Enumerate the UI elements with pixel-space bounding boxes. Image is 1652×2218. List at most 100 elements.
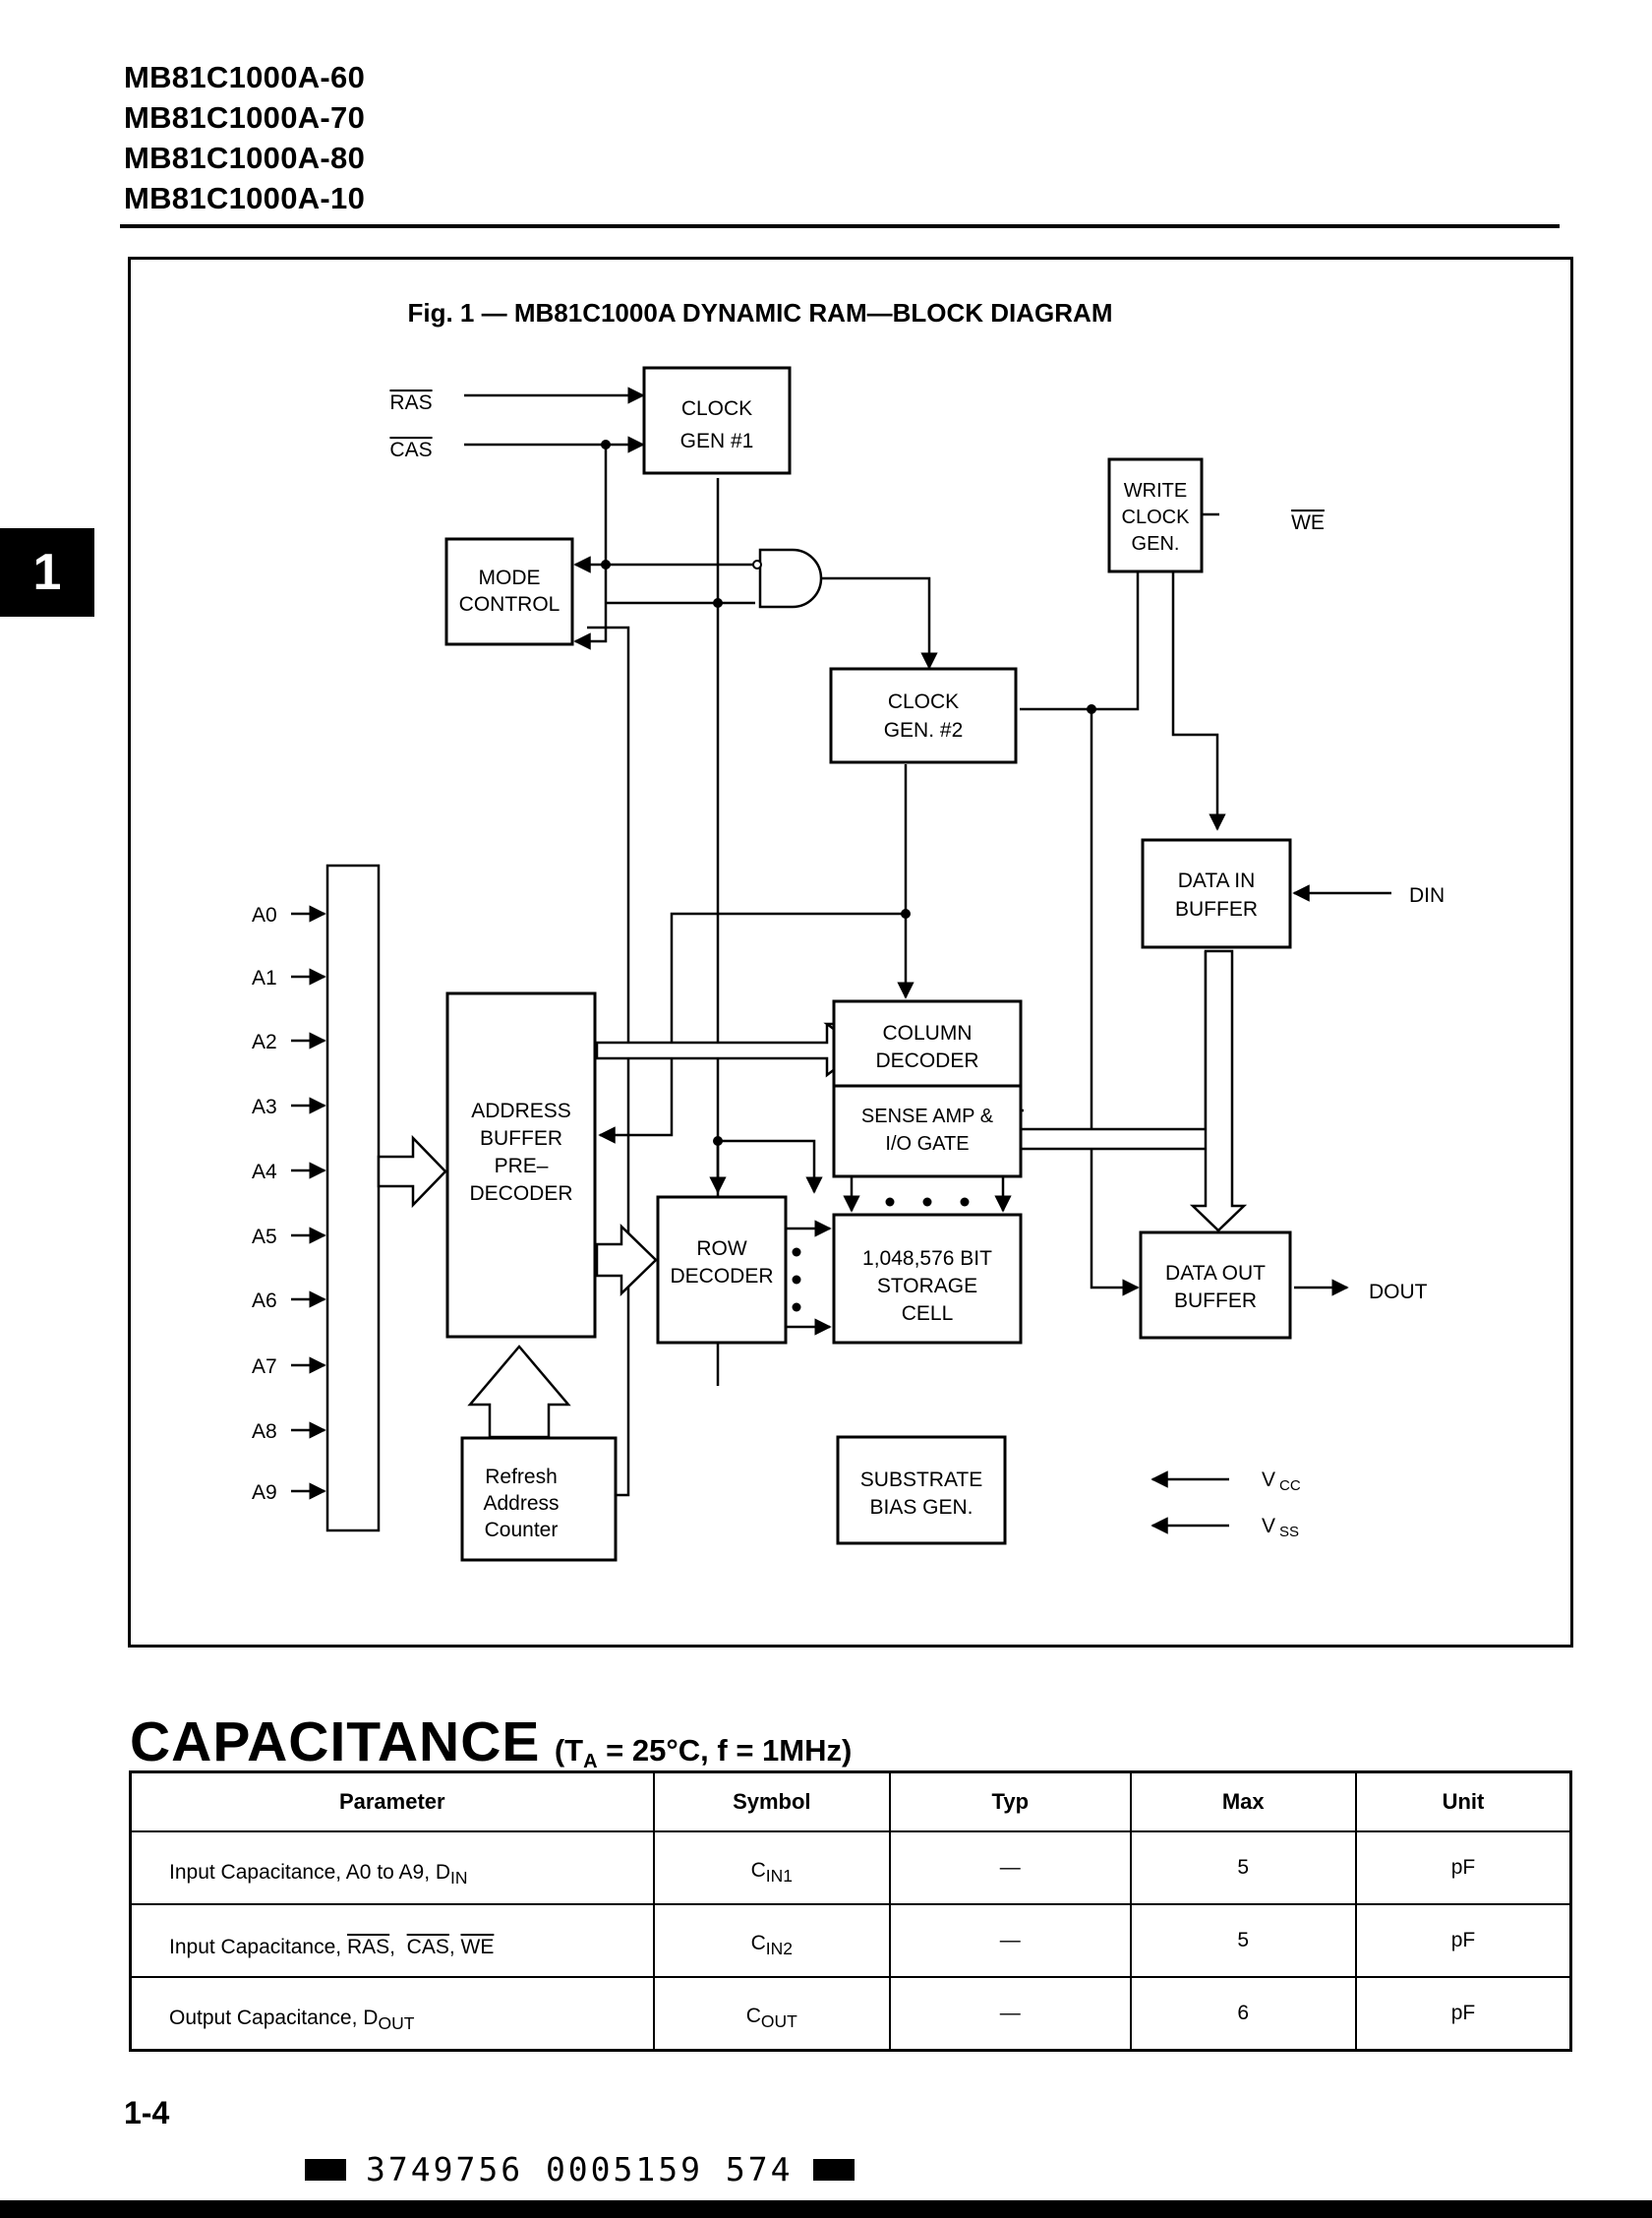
svg-text:CELL: CELL xyxy=(902,1302,954,1325)
max-cell: 5 xyxy=(1129,1830,1357,1905)
address-pin-label: A6 xyxy=(252,1289,277,1312)
svg-text:DATA IN: DATA IN xyxy=(1178,869,1256,892)
address-pin-label: A2 xyxy=(252,1031,277,1053)
storage-cell-block: 1,048,576 BIT STORAGE CELL xyxy=(832,1213,1023,1345)
column-header: Parameter xyxy=(129,1770,655,1832)
svg-text:DECODER: DECODER xyxy=(670,1265,773,1288)
symbol-cell: CIN2 xyxy=(652,1903,892,1978)
svg-text:GEN. #2: GEN. #2 xyxy=(884,719,964,742)
capacitance-title: CAPACITANCE (TA = 25°C, f = 1MHz) xyxy=(130,1709,852,1774)
part-number: MB81C1000A-80 xyxy=(124,141,366,175)
address-buffer-block: ADDRESS BUFFER PRE– DECODER xyxy=(445,991,597,1339)
typ-cell: — xyxy=(889,1903,1132,1978)
parameter-cell: Input Capacitance, RAS, CAS, WE xyxy=(129,1903,655,1978)
address-pin-label: A7 xyxy=(252,1355,277,1378)
ras-label: RAS xyxy=(389,391,432,414)
page-number: 1-4 xyxy=(124,2095,170,2130)
barcode: 3749756 0005159 574 xyxy=(305,2150,855,2188)
parameter-cell: Input Capacitance, A0 to A9, DIN xyxy=(129,1830,655,1905)
unit-cell: pF xyxy=(1354,1903,1572,1978)
svg-text:BUFFER: BUFFER xyxy=(1175,898,1258,921)
substrate-bias-block: SUBSTRATE BIAS GEN. xyxy=(836,1435,1007,1545)
svg-text:BUFFER: BUFFER xyxy=(480,1127,562,1150)
header-rule xyxy=(120,224,1560,228)
din-label: DIN xyxy=(1409,884,1445,907)
svg-text:SENSE AMP &: SENSE AMP & xyxy=(861,1106,994,1127)
parameter-cell: Output Capacitance, DOUT xyxy=(129,1976,655,2052)
svg-text:SUBSTRATE: SUBSTRATE xyxy=(860,1469,982,1491)
refresh-counter-block: Refresh Address Counter xyxy=(460,1436,618,1562)
table-row: Output Capacitance, DOUT COUT — 6 pF xyxy=(129,1976,1572,2052)
svg-text:COLUMN: COLUMN xyxy=(882,1022,972,1045)
mode-control-block: MODE CONTROL xyxy=(444,537,574,646)
column-header: Max xyxy=(1129,1770,1357,1832)
column-header: Unit xyxy=(1354,1770,1572,1832)
svg-text:PRE–: PRE– xyxy=(495,1155,549,1177)
typ-cell: — xyxy=(889,1830,1132,1905)
unit-cell: pF xyxy=(1354,1976,1572,2052)
svg-text:ROW: ROW xyxy=(696,1237,747,1260)
write-clock-gen-block: WRITE CLOCK GEN. xyxy=(1107,457,1204,573)
address-pin-label: A0 xyxy=(252,904,277,927)
row-decoder-block: ROW DECODER xyxy=(656,1195,788,1345)
barcode-block xyxy=(812,2158,855,2181)
svg-text:I/O GATE: I/O GATE xyxy=(885,1133,969,1155)
and-gate xyxy=(752,548,823,609)
address-pin-label: A1 xyxy=(252,967,277,989)
svg-text:STORAGE: STORAGE xyxy=(877,1275,977,1297)
address-pin-label: A9 xyxy=(252,1481,277,1504)
table-row: Input Capacitance, A0 to A9, DIN CIN1 — … xyxy=(129,1830,1572,1905)
symbol-cell: COUT xyxy=(652,1976,892,2052)
symbol-cell: CIN1 xyxy=(652,1830,892,1905)
cell-connections xyxy=(786,1176,1012,1336)
svg-text:BUFFER: BUFFER xyxy=(1174,1289,1257,1312)
svg-text:ADDRESS: ADDRESS xyxy=(471,1100,571,1122)
figure-frame xyxy=(128,257,1573,1648)
bottom-bar xyxy=(0,2200,1652,2218)
svg-text:GEN #1: GEN #1 xyxy=(680,430,754,452)
capacitance-table: Parameter Symbol Typ Max Unit Input Capa… xyxy=(129,1770,1572,2052)
max-cell: 6 xyxy=(1129,1976,1357,2052)
part-number: MB81C1000A-60 xyxy=(124,60,366,94)
address-pin-group: A0 A1 A2 A3 A4 A5 A6 A7 A8 A9 xyxy=(252,864,381,1532)
address-pin-label: A8 xyxy=(252,1420,277,1443)
barcode-block xyxy=(305,2158,346,2181)
svg-text:Counter: Counter xyxy=(485,1519,559,1541)
block-diagram: Fig. 1 — MB81C1000A DYNAMIC RAM—BLOCK DI… xyxy=(128,257,1573,1648)
svg-text:CLOCK: CLOCK xyxy=(1122,507,1191,528)
we-label: WE xyxy=(1291,511,1325,534)
svg-text:DATA OUT: DATA OUT xyxy=(1165,1262,1266,1285)
capacitance-heading: CAPACITANCE xyxy=(130,1710,541,1773)
svg-text:Address: Address xyxy=(483,1492,559,1515)
svg-text:1,048,576 BIT: 1,048,576 BIT xyxy=(862,1247,992,1270)
data-in-buffer-block: DATA IN BUFFER xyxy=(1141,838,1292,949)
svg-text:GEN.: GEN. xyxy=(1132,533,1180,555)
max-cell: 5 xyxy=(1129,1903,1357,1978)
svg-text:DECODER: DECODER xyxy=(469,1182,572,1205)
address-pin-label: A4 xyxy=(252,1161,277,1183)
svg-text:WRITE: WRITE xyxy=(1124,480,1187,502)
svg-text:CLOCK: CLOCK xyxy=(888,690,959,713)
column-decoder-block: COLUMN DECODER xyxy=(832,999,1023,1088)
clock-gen1-block: CLOCK GEN #1 xyxy=(642,366,792,475)
address-pin-label: A3 xyxy=(252,1096,277,1118)
column-header: Typ xyxy=(889,1770,1132,1832)
sense-amp-block: SENSE AMP & I/O GATE xyxy=(832,1084,1023,1178)
clock-gen2-block: CLOCK GEN. #2 xyxy=(829,667,1018,764)
table-header-row: Parameter Symbol Typ Max Unit xyxy=(129,1770,1572,1832)
part-number: MB81C1000A-70 xyxy=(124,100,366,135)
section-tab: 1 xyxy=(0,528,94,617)
part-number-list: MB81C1000A-60 MB81C1000A-70 MB81C1000A-8… xyxy=(124,57,365,218)
svg-text:DECODER: DECODER xyxy=(875,1049,978,1072)
typ-cell: — xyxy=(889,1976,1132,2052)
data-out-buffer-block: DATA OUT BUFFER xyxy=(1139,1230,1292,1340)
unit-cell: pF xyxy=(1354,1830,1572,1905)
table-row: Input Capacitance, RAS, CAS, WE CIN2 — 5… xyxy=(129,1903,1572,1978)
dout-label: DOUT xyxy=(1369,1281,1428,1303)
capacitance-condition: (TA = 25°C, f = 1MHz) xyxy=(554,1733,853,1773)
cas-label: CAS xyxy=(389,439,432,461)
barcode-text: 3749756 0005159 574 xyxy=(366,2150,794,2188)
address-pin-label: A5 xyxy=(252,1226,277,1248)
